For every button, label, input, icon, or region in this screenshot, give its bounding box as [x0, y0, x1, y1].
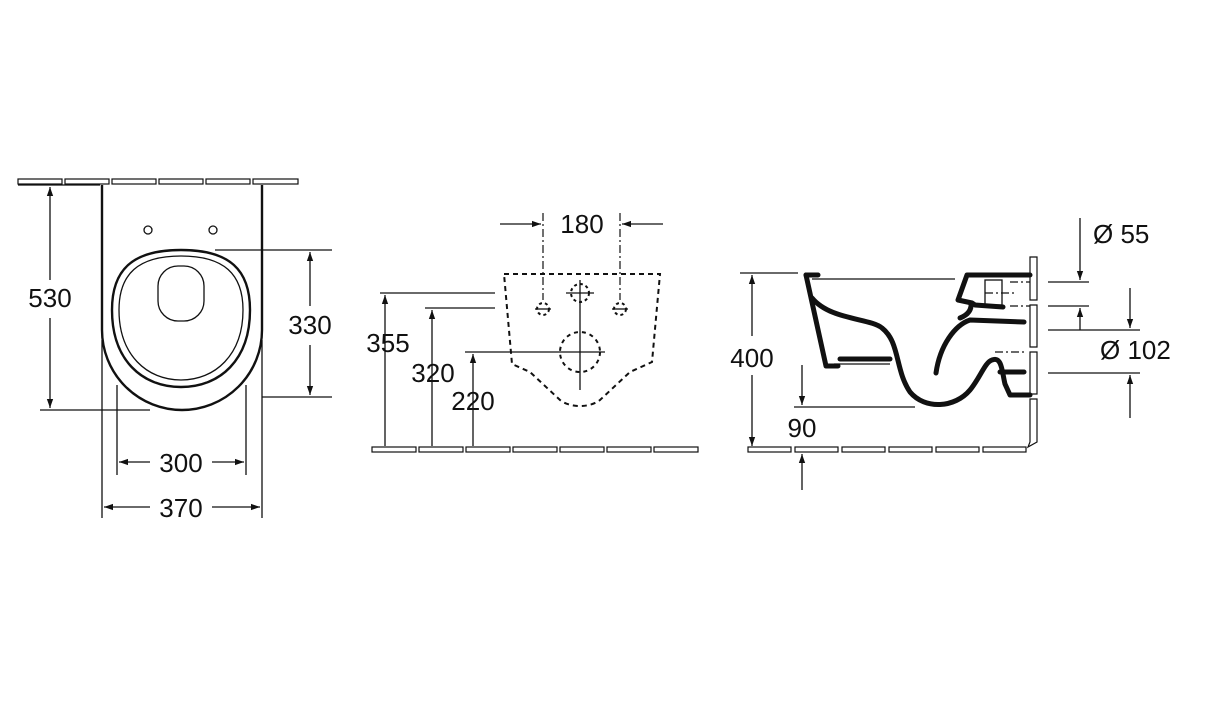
seat-outline [110, 248, 252, 389]
dim-355: 355 [366, 328, 409, 358]
rear-outline [502, 273, 662, 407]
dim-320: 320 [411, 358, 454, 388]
dim-90: 90 [788, 413, 817, 443]
dim-180: 180 [560, 209, 603, 239]
side-view: 400 90 Ø 55 Ø 102 [730, 218, 1171, 490]
mounting-holes [535, 280, 628, 390]
rear-view: 180 355 320 220 [366, 209, 699, 453]
dim-220: 220 [451, 386, 494, 416]
floor-segments [371, 446, 699, 453]
wall-segments [17, 178, 299, 185]
wall-segments [1026, 256, 1038, 449]
dim-330: 330 [288, 310, 331, 340]
bowl-section [803, 272, 1033, 407]
dim-diameter-55: Ø 55 [1093, 219, 1149, 249]
bowl-opening [157, 265, 205, 322]
dim-400: 400 [730, 343, 773, 373]
dim-530: 530 [28, 283, 71, 313]
mounting-hole [143, 225, 153, 235]
mounting-hole [208, 225, 218, 235]
bowl-outline [100, 185, 264, 412]
dim-300: 300 [159, 448, 202, 478]
dim-diameter-102: Ø 102 [1100, 335, 1171, 365]
top-view: 530 330 300 370 [17, 178, 332, 523]
dim-370: 370 [159, 493, 202, 523]
floor-segments [747, 446, 1027, 453]
